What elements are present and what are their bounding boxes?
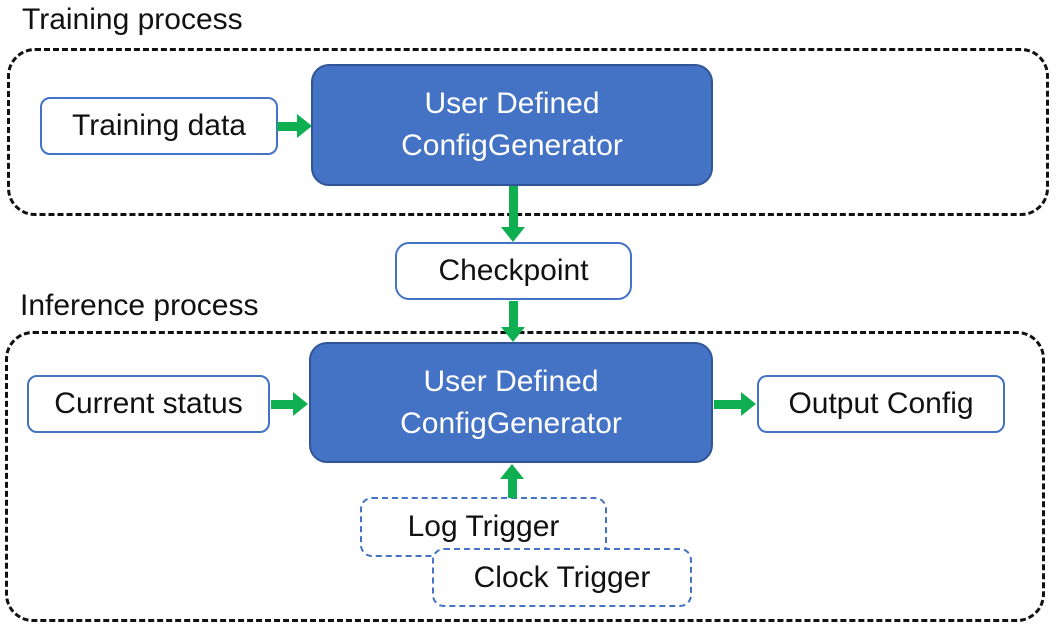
config-generator-inference-line1: User Defined bbox=[423, 364, 599, 398]
arrow-head-icon bbox=[293, 392, 308, 416]
arrow-head-icon bbox=[741, 392, 756, 416]
inference-process-container bbox=[5, 331, 1045, 622]
arrow-head-icon bbox=[501, 327, 525, 342]
arrow-shaft bbox=[714, 399, 741, 409]
arrow-head-icon bbox=[500, 464, 524, 479]
arrow-shaft bbox=[508, 186, 518, 227]
inference-process-label: Inference process bbox=[20, 289, 259, 322]
output-config-box: Output Config bbox=[757, 375, 1005, 433]
arrow-current-status-to-generator bbox=[271, 392, 308, 416]
arrow-shaft bbox=[271, 399, 293, 409]
arrow-triggers-to-generator bbox=[500, 464, 524, 498]
clock-trigger-box: Clock Trigger bbox=[432, 548, 692, 607]
arrow-generator-to-checkpoint bbox=[501, 186, 525, 242]
arrow-head-icon bbox=[297, 114, 312, 138]
checkpoint-box: Checkpoint bbox=[395, 242, 632, 300]
config-generator-training-line2: ConfigGenerator bbox=[401, 129, 623, 162]
training-process-label: Training process bbox=[22, 3, 243, 36]
config-generator-inference-line2: ConfigGenerator bbox=[400, 406, 622, 440]
arrow-generator-to-output-config bbox=[714, 392, 756, 416]
training-process-container bbox=[7, 48, 1049, 216]
training-data-box: Training data bbox=[40, 97, 278, 155]
config-generator-training-line1: User Defined bbox=[424, 87, 600, 120]
log-trigger-box: Log Trigger bbox=[360, 497, 607, 557]
arrow-checkpoint-to-generator bbox=[501, 301, 525, 342]
config-generator-inference-box: User Defined ConfigGenerator bbox=[309, 342, 713, 463]
arrow-head-icon bbox=[501, 227, 525, 242]
current-status-box: Current status bbox=[27, 375, 270, 433]
arrow-shaft bbox=[508, 301, 518, 327]
arrow-shaft bbox=[277, 121, 297, 131]
arrow-training-data-to-generator bbox=[277, 114, 312, 138]
config-generator-training-box: User Defined ConfigGenerator bbox=[311, 64, 713, 186]
arrow-shaft bbox=[507, 479, 517, 498]
